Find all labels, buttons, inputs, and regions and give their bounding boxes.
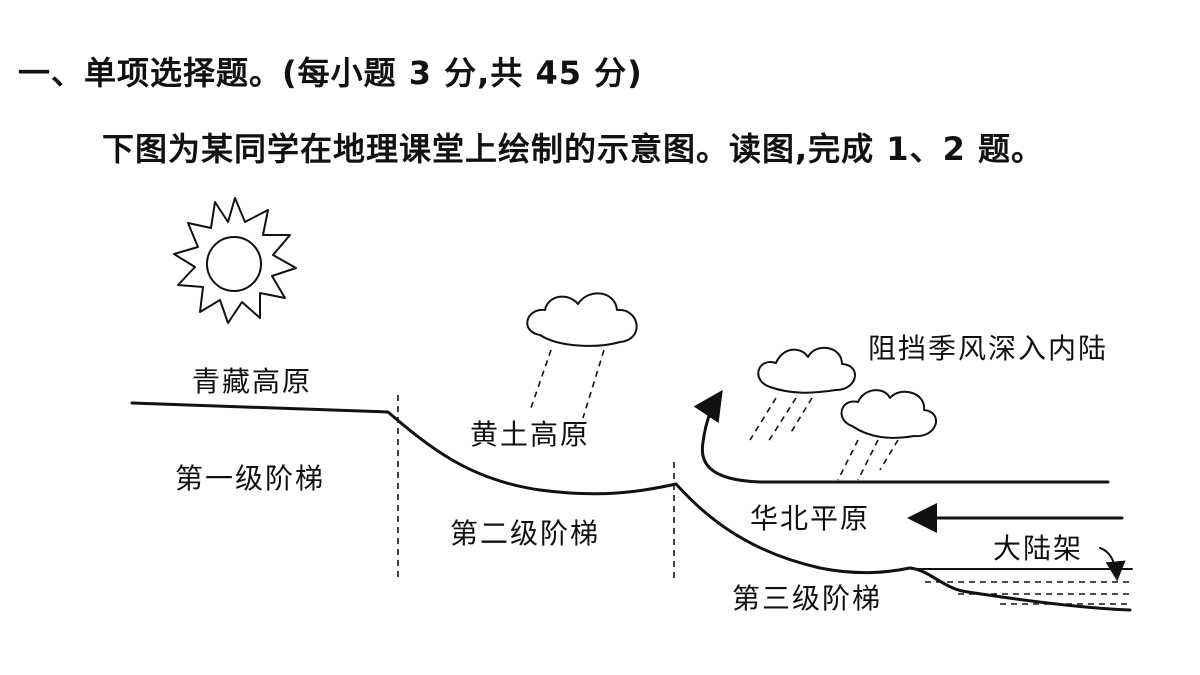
label-qinghai-tibet-plateau: 青藏高原 [192,365,312,398]
rain-cloud-icon [526,292,638,419]
label-first-step: 第一级阶梯 [175,462,325,495]
label-north-china-plain: 华北平原 [750,502,870,535]
monsoon-uplift-arrow [693,389,1110,484]
continental-shelf-pointer [1099,547,1126,582]
rain-cloud-icon [749,346,856,443]
label-continental-shelf: 大陆架 [993,532,1083,565]
terrain-profile-line [130,401,1132,612]
label-monsoon-annotation: 阻挡季风深入内陆 [868,332,1108,365]
label-third-step: 第三级阶梯 [732,582,882,615]
rain-cloud-icon [837,389,937,481]
question-instruction: 下图为某同学在地理课堂上绘制的示意图。读图,完成 1、2 题。 [102,130,1044,168]
section-heading: 一、单项选择题。(每小题 3 分,共 45 分) [18,54,643,92]
sun-icon [173,197,297,324]
label-loess-plateau: 黄土高原 [470,418,590,451]
label-second-step: 第二级阶梯 [450,517,600,550]
terrain-step-diagram: 青藏高原 第一级阶梯 黄土高原 第二级阶梯 华北平原 第三级阶梯 大陆架 阻挡季… [130,197,1133,615]
